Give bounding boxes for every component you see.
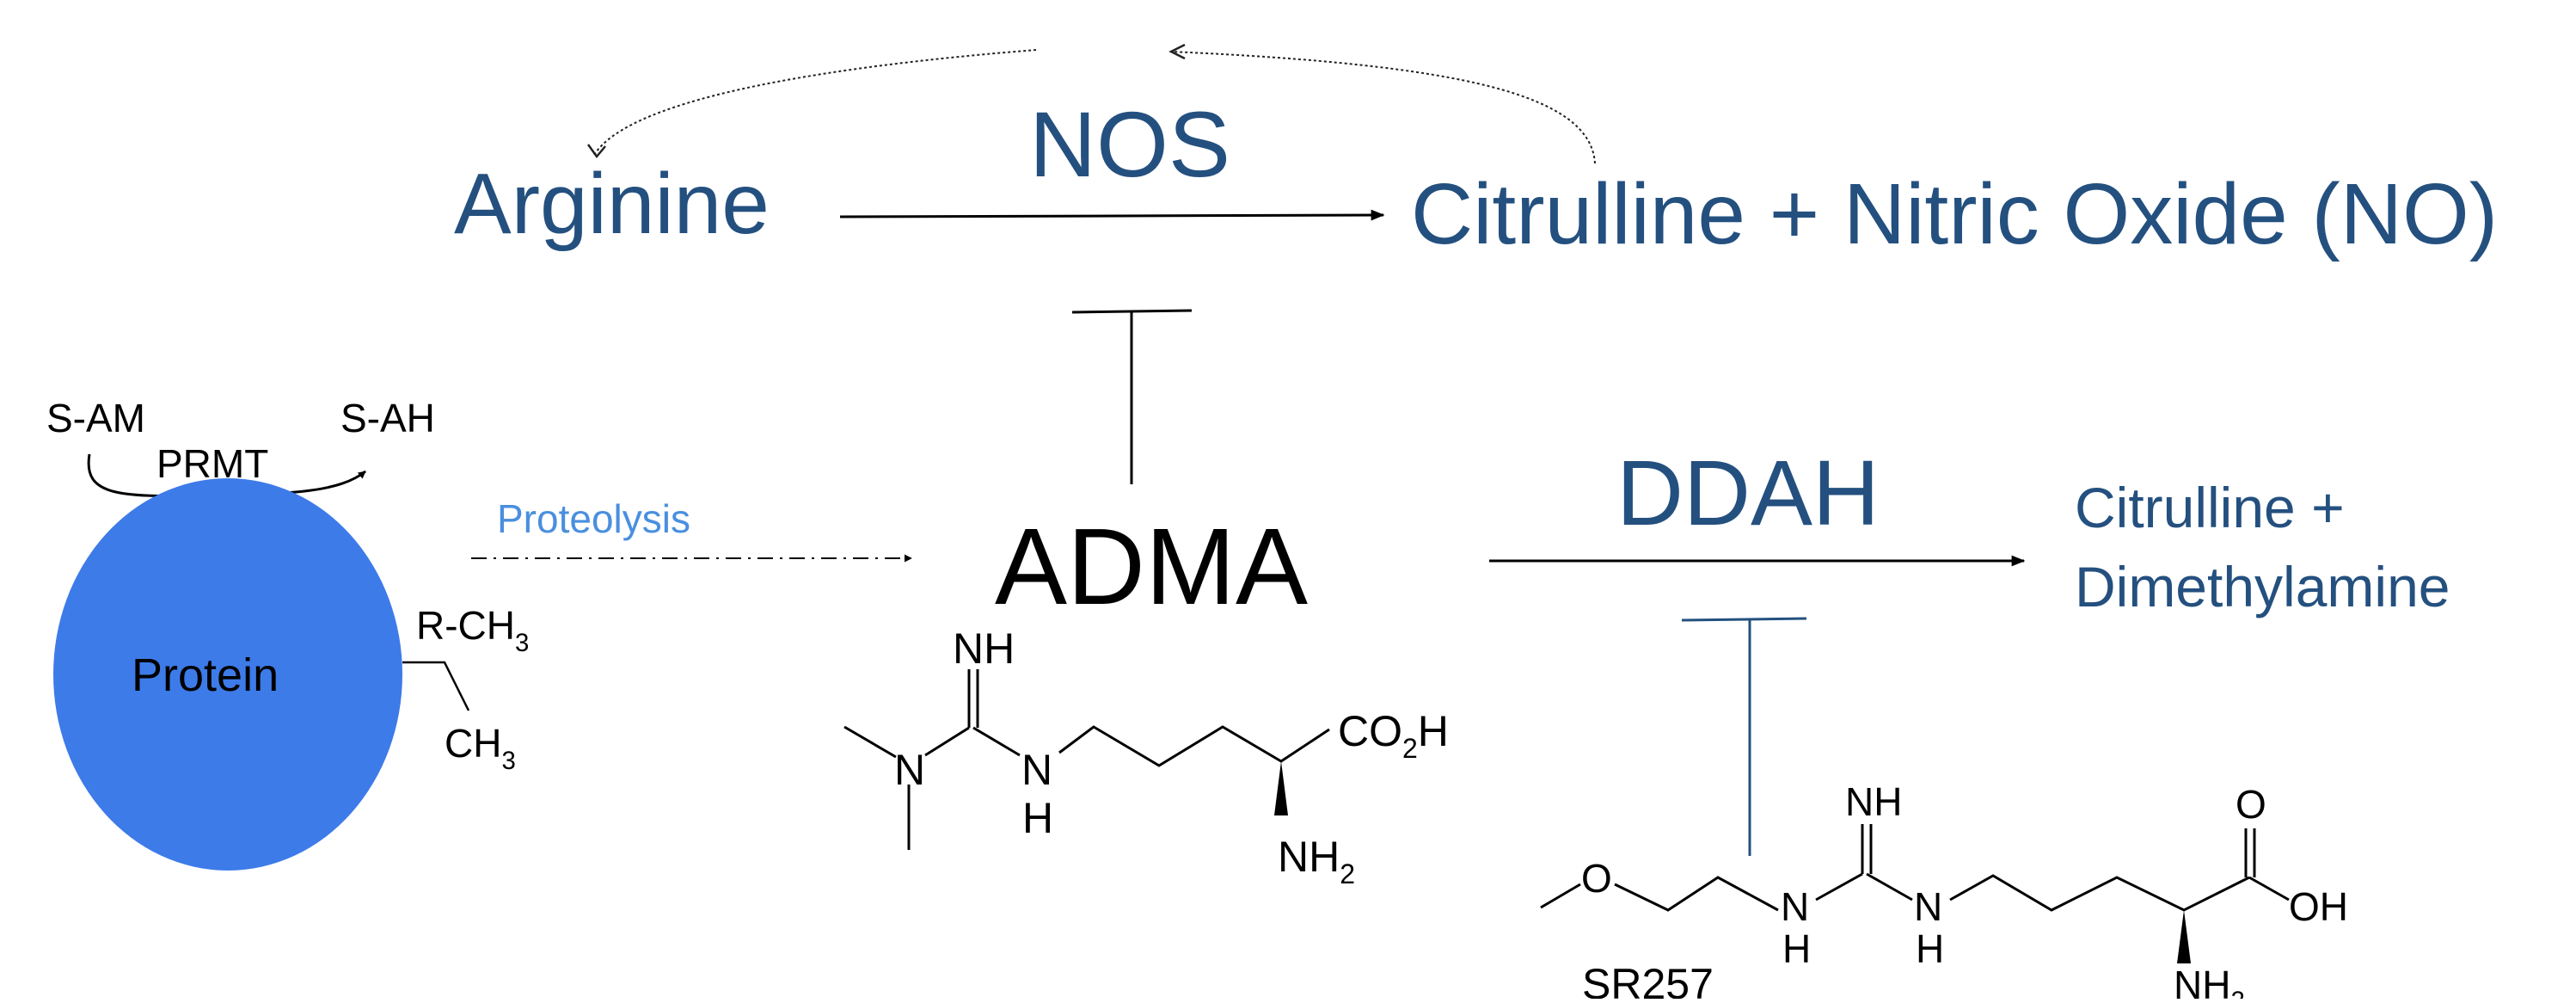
recycle-arrow-right bbox=[1170, 51, 1596, 164]
sr257-label: SR257 bbox=[1582, 960, 1714, 999]
protein-circle bbox=[53, 478, 402, 871]
adma-imine: NH bbox=[953, 625, 1015, 673]
sr257-carbonyl-o: O bbox=[2236, 782, 2266, 827]
recycle-arrowhead-left bbox=[586, 144, 606, 159]
sr257-n2: N bbox=[1914, 884, 1942, 929]
methyl-group-1: R-CH3 bbox=[416, 603, 529, 657]
sr257-structure bbox=[1540, 824, 2290, 912]
nos-reaction-arrow bbox=[839, 209, 1385, 221]
sr257-n1: N bbox=[1781, 884, 1809, 929]
sr257-hydroxyl: OH bbox=[2289, 884, 2348, 929]
sam-label: S-AM bbox=[46, 396, 145, 440]
adma-wedge-bond bbox=[1274, 761, 1288, 815]
protein-label: Protein bbox=[132, 649, 279, 701]
sr257-wedge-bond bbox=[2177, 910, 2191, 963]
sr257-imine: NH bbox=[1845, 779, 1902, 824]
adma-n1: N bbox=[894, 746, 925, 794]
sr257-h1: H bbox=[1782, 926, 1811, 971]
recycle-arrowhead-right bbox=[1168, 43, 1186, 60]
adma-carboxyl: CO2H bbox=[1338, 707, 1449, 764]
arginine-label: Arginine bbox=[454, 156, 770, 252]
adma-nos-inhibition-bar bbox=[1071, 309, 1193, 314]
sr257-ddah-inhibition-bar bbox=[1681, 617, 1807, 622]
adma-h: H bbox=[1022, 794, 1053, 842]
proteolysis-label: Proteolysis bbox=[497, 496, 690, 541]
sah-label: S-AH bbox=[340, 396, 435, 440]
ddah-label: DDAH bbox=[1616, 440, 1880, 545]
methyl-group-2: CH3 bbox=[445, 721, 516, 775]
nos-label: NOS bbox=[1029, 92, 1230, 196]
adma-label: ADMA bbox=[995, 506, 1308, 627]
ddah-product-line1: Citrulline + bbox=[2075, 476, 2345, 539]
sr257-h2: H bbox=[1916, 926, 1944, 971]
adma-structure bbox=[843, 669, 1330, 850]
adma-n2: N bbox=[1021, 746, 1052, 794]
ddah-product-line2: Dimethylamine bbox=[2075, 555, 2450, 618]
adma-amine: NH2 bbox=[1278, 833, 1355, 889]
sr257-ether-o: O bbox=[1581, 856, 1612, 901]
methyl-bond bbox=[402, 661, 470, 711]
prmt-label: PRMT bbox=[156, 441, 268, 486]
recycle-arrow-left bbox=[592, 49, 1037, 157]
citrulline-no-label: Citrulline + Nitric Oxide (NO) bbox=[1411, 166, 2498, 262]
sr257-amine: NH2 bbox=[2174, 963, 2245, 999]
